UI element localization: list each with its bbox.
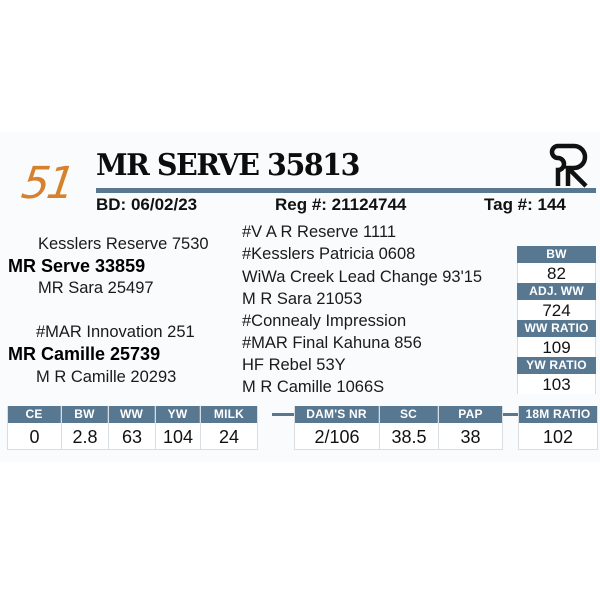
sire: MR Serve 33859 xyxy=(8,256,146,276)
ratio-label-yw-ratio: YW RATIO xyxy=(517,357,596,374)
dam-sire: #MAR Innovation 251 xyxy=(36,323,195,341)
sire-dam: MR Sara 25497 xyxy=(38,279,154,297)
connector-line xyxy=(498,413,518,416)
ratio-value-ww-ratio: 109 xyxy=(517,337,596,357)
epd-col-ce: CE 0 xyxy=(8,406,62,449)
epd-col-milk: MILK 24 xyxy=(201,406,257,449)
epd-value: 0 xyxy=(8,423,61,449)
third-gen-4: M R Sara 21053 xyxy=(242,290,363,308)
epd-label: YW xyxy=(156,406,200,423)
sire-sire: Kesslers Reserve 7530 xyxy=(38,235,209,253)
ratio-label-bw: BW xyxy=(517,246,596,263)
dam-stat-value: 2/106 xyxy=(295,423,379,449)
ratio-value-yw-ratio: 103 xyxy=(517,374,596,394)
tag-number: Tag #: 144 xyxy=(484,195,566,214)
third-gen-8: M R Camille 1066S xyxy=(242,378,385,396)
epd-label: BW xyxy=(62,406,108,423)
ratio-value-adj-ww: 724 xyxy=(517,300,596,320)
third-gen-3: WiWa Creek Lead Change 93'15 xyxy=(242,268,483,286)
dam-col-nr: DAM'S NR 2/106 xyxy=(295,406,380,449)
ratio-value-bw: 82 xyxy=(517,263,596,283)
ranch-brand-logo-icon xyxy=(549,143,588,188)
registration-number: Reg #: 21124744 xyxy=(275,195,407,214)
dam-stat-label: SC xyxy=(380,406,438,423)
epd-value: 104 xyxy=(156,423,200,449)
connector-line xyxy=(272,413,294,416)
epd-label: MILK xyxy=(201,406,257,423)
dam-stat-value: 38.5 xyxy=(380,423,438,449)
epd-col-ww: WW 63 xyxy=(109,406,156,449)
epd-value: 63 xyxy=(109,423,155,449)
ratio-label-adj-ww: ADJ. WW xyxy=(517,283,596,300)
ratio-18m-table: 18M RATIO 102 xyxy=(518,406,598,450)
dam-col-pap: PAP 38 xyxy=(439,406,502,449)
dam-col-sc: SC 38.5 xyxy=(380,406,439,449)
ratio-value-18m: 102 xyxy=(519,423,597,449)
ratio-label-ww-ratio: WW RATIO xyxy=(517,320,596,337)
dam-stat-label: DAM'S NR xyxy=(295,406,379,423)
epd-table: CE 0 BW 2.8 WW 63 YW 104 MILK 24 xyxy=(7,406,258,450)
dam-dam: M R Camille 20293 xyxy=(36,368,177,386)
epd-label: WW xyxy=(109,406,155,423)
dam-stats-table: DAM'S NR 2/106 SC 38.5 PAP 38 xyxy=(294,406,503,450)
birth-date: BD: 06/02/23 xyxy=(96,195,198,214)
third-gen-6: #MAR Final Kahuna 856 xyxy=(242,334,422,352)
dam-stat-label: PAP xyxy=(439,406,502,423)
ratio-col-18m: 18M RATIO 102 xyxy=(519,406,597,449)
epd-col-bw: BW 2.8 xyxy=(62,406,109,449)
third-gen-7: HF Rebel 53Y xyxy=(242,356,346,374)
epd-value: 2.8 xyxy=(62,423,108,449)
lot-number: 51 xyxy=(18,158,76,209)
ratios-panel: BW 82 ADJ. WW 724 WW RATIO 109 YW RATIO … xyxy=(517,246,596,394)
epd-col-yw: YW 104 xyxy=(156,406,201,449)
dam-stat-value: 38 xyxy=(439,423,502,449)
ratio-label-18m: 18M RATIO xyxy=(519,406,597,423)
animal-name: MR SERVE 35813 xyxy=(96,148,361,183)
third-gen-1: #V A R Reserve 1111 xyxy=(242,223,397,241)
dam: MR Camille 25739 xyxy=(8,344,161,364)
header-divider xyxy=(96,188,596,193)
third-gen-2: #Kesslers Patricia 0608 xyxy=(242,245,416,263)
epd-value: 24 xyxy=(201,423,257,449)
third-gen-5: #Connealy Impression xyxy=(242,312,407,330)
epd-label: CE xyxy=(8,406,61,423)
